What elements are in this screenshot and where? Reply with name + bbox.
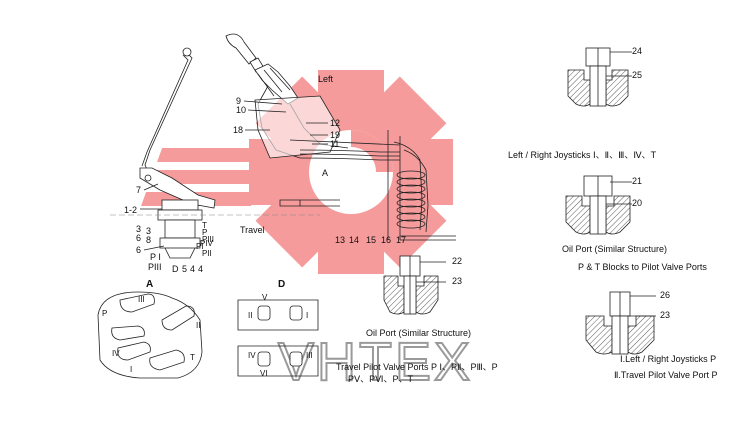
part-label-9: 9 xyxy=(236,96,241,106)
part-label-20: 20 xyxy=(632,198,642,208)
caption-oil-port-mid: Oil Port (Similar Structure) xyxy=(366,328,471,338)
label-travel: Travel xyxy=(240,225,265,235)
port-label-pii: PII xyxy=(202,249,212,258)
view-a-port-3: III xyxy=(138,295,145,304)
part-label-10: 10 xyxy=(236,105,246,115)
part-label-16: 16 xyxy=(381,235,391,245)
ref-label-d: D xyxy=(172,264,179,274)
fitting-section-22-23 xyxy=(383,255,446,315)
part-labels-left: 7 1-2 3 6 3 8 6 T P PIII PI PII PIV P I … xyxy=(124,183,214,274)
part-label-6b: 6 xyxy=(136,245,141,255)
port-label-piii-bottom: PIII xyxy=(148,262,162,272)
part-label-19: 19 xyxy=(330,130,340,140)
view-a-title: A xyxy=(146,279,153,290)
part-label-23a: 23 xyxy=(452,276,462,286)
view-d-title: D xyxy=(278,279,285,290)
part-label-24: 24 xyxy=(632,46,642,56)
part-label-15: 15 xyxy=(366,235,376,245)
part-label-4b: 4 xyxy=(198,264,203,274)
part-label-6: 6 xyxy=(136,233,141,243)
view-a-port-4: IV xyxy=(112,349,120,358)
view-a-port-layout: A III P II IV T I xyxy=(97,279,203,379)
part-label-25: 25 xyxy=(632,70,642,80)
caption-travel-ports: Travel Pilot Valve Ports P Ⅰ、PⅡ、PⅢ、P xyxy=(336,362,498,372)
label-left: Left xyxy=(318,74,334,84)
view-d-port-6: VI xyxy=(260,369,268,378)
caption-travel-ports-2: PⅤ、PⅥ、P、T xyxy=(348,374,413,384)
port-label-pi: PI xyxy=(196,242,204,251)
part-label-13: 13 xyxy=(335,235,345,245)
part-label-1-2: 1-2 xyxy=(124,205,137,215)
caption-pt-blocks: P & T Blocks to Pilot Valve Ports xyxy=(578,262,707,272)
part-label-7: 7 xyxy=(136,185,141,195)
view-d-port-1: I xyxy=(306,311,308,320)
part-label-4a: 4 xyxy=(190,264,195,274)
part-label-18: 18 xyxy=(233,125,243,135)
caption-note-1: Ⅰ.Left / Right Joysticks P xyxy=(620,354,716,364)
part-labels-center: Left 9 10 18 12 19 11 A Travel 13 14 15 … xyxy=(233,74,406,245)
view-d-port-5: V xyxy=(262,293,268,302)
port-label-piii: PIII xyxy=(202,235,214,244)
part-label-8: 8 xyxy=(146,235,151,245)
view-d-port-2: II xyxy=(248,311,252,320)
port-label-p: P xyxy=(202,228,207,237)
fitting-section-21-20 xyxy=(565,175,632,235)
part-label-21: 21 xyxy=(632,176,642,186)
caption-oil-port-right: Oil Port (Similar Structure) xyxy=(562,244,667,254)
part-label-17: 17 xyxy=(396,235,406,245)
caption-note-2: Ⅱ.Travel Pilot Valve Port P xyxy=(614,370,717,380)
fitting-section-26-23 xyxy=(585,291,656,355)
view-a-port-p: P xyxy=(102,309,107,318)
view-d-port-layout: D V II I IV III VI xyxy=(237,279,319,378)
part-label-23b: 23 xyxy=(660,310,670,320)
part-label-12: 12 xyxy=(330,118,340,128)
view-a-port-2: II xyxy=(196,321,200,330)
port-label-piv: PIV xyxy=(200,239,214,248)
view-a-port-1: I xyxy=(130,365,132,374)
view-a-port-lugs xyxy=(111,293,195,371)
view-d-port-4: IV xyxy=(248,351,256,360)
part-label-3b: 3 xyxy=(146,226,151,236)
part-label-22: 22 xyxy=(452,256,462,266)
view-a-port-t: T xyxy=(190,353,195,362)
ref-label-a: A xyxy=(322,168,328,178)
part-label-11: 11 xyxy=(330,139,339,149)
port-label-pi-bottom: P I xyxy=(150,252,161,262)
hose-coil xyxy=(396,170,426,229)
captions: Left / Right Joysticks Ⅰ、Ⅱ、Ⅲ、Ⅳ、T Oil Por… xyxy=(336,150,717,384)
part-label-26: 26 xyxy=(660,290,670,300)
view-d-port-3: III xyxy=(306,351,313,360)
part-label-3: 3 xyxy=(136,224,141,234)
part-label-14: 14 xyxy=(349,235,359,245)
fitting-section-24-25 xyxy=(567,47,632,107)
view-d-fittings xyxy=(257,305,303,367)
fitting-labels: 24 25 21 20 22 23 26 23 xyxy=(452,46,670,320)
left-joystick-side-view xyxy=(110,47,320,259)
part-label-5: 5 xyxy=(182,264,187,274)
watermark-text: VHTEX xyxy=(278,332,473,392)
caption-joystick-ports: Left / Right Joysticks Ⅰ、Ⅱ、Ⅲ、Ⅳ、T xyxy=(508,150,657,160)
port-label-t: T xyxy=(202,221,207,230)
